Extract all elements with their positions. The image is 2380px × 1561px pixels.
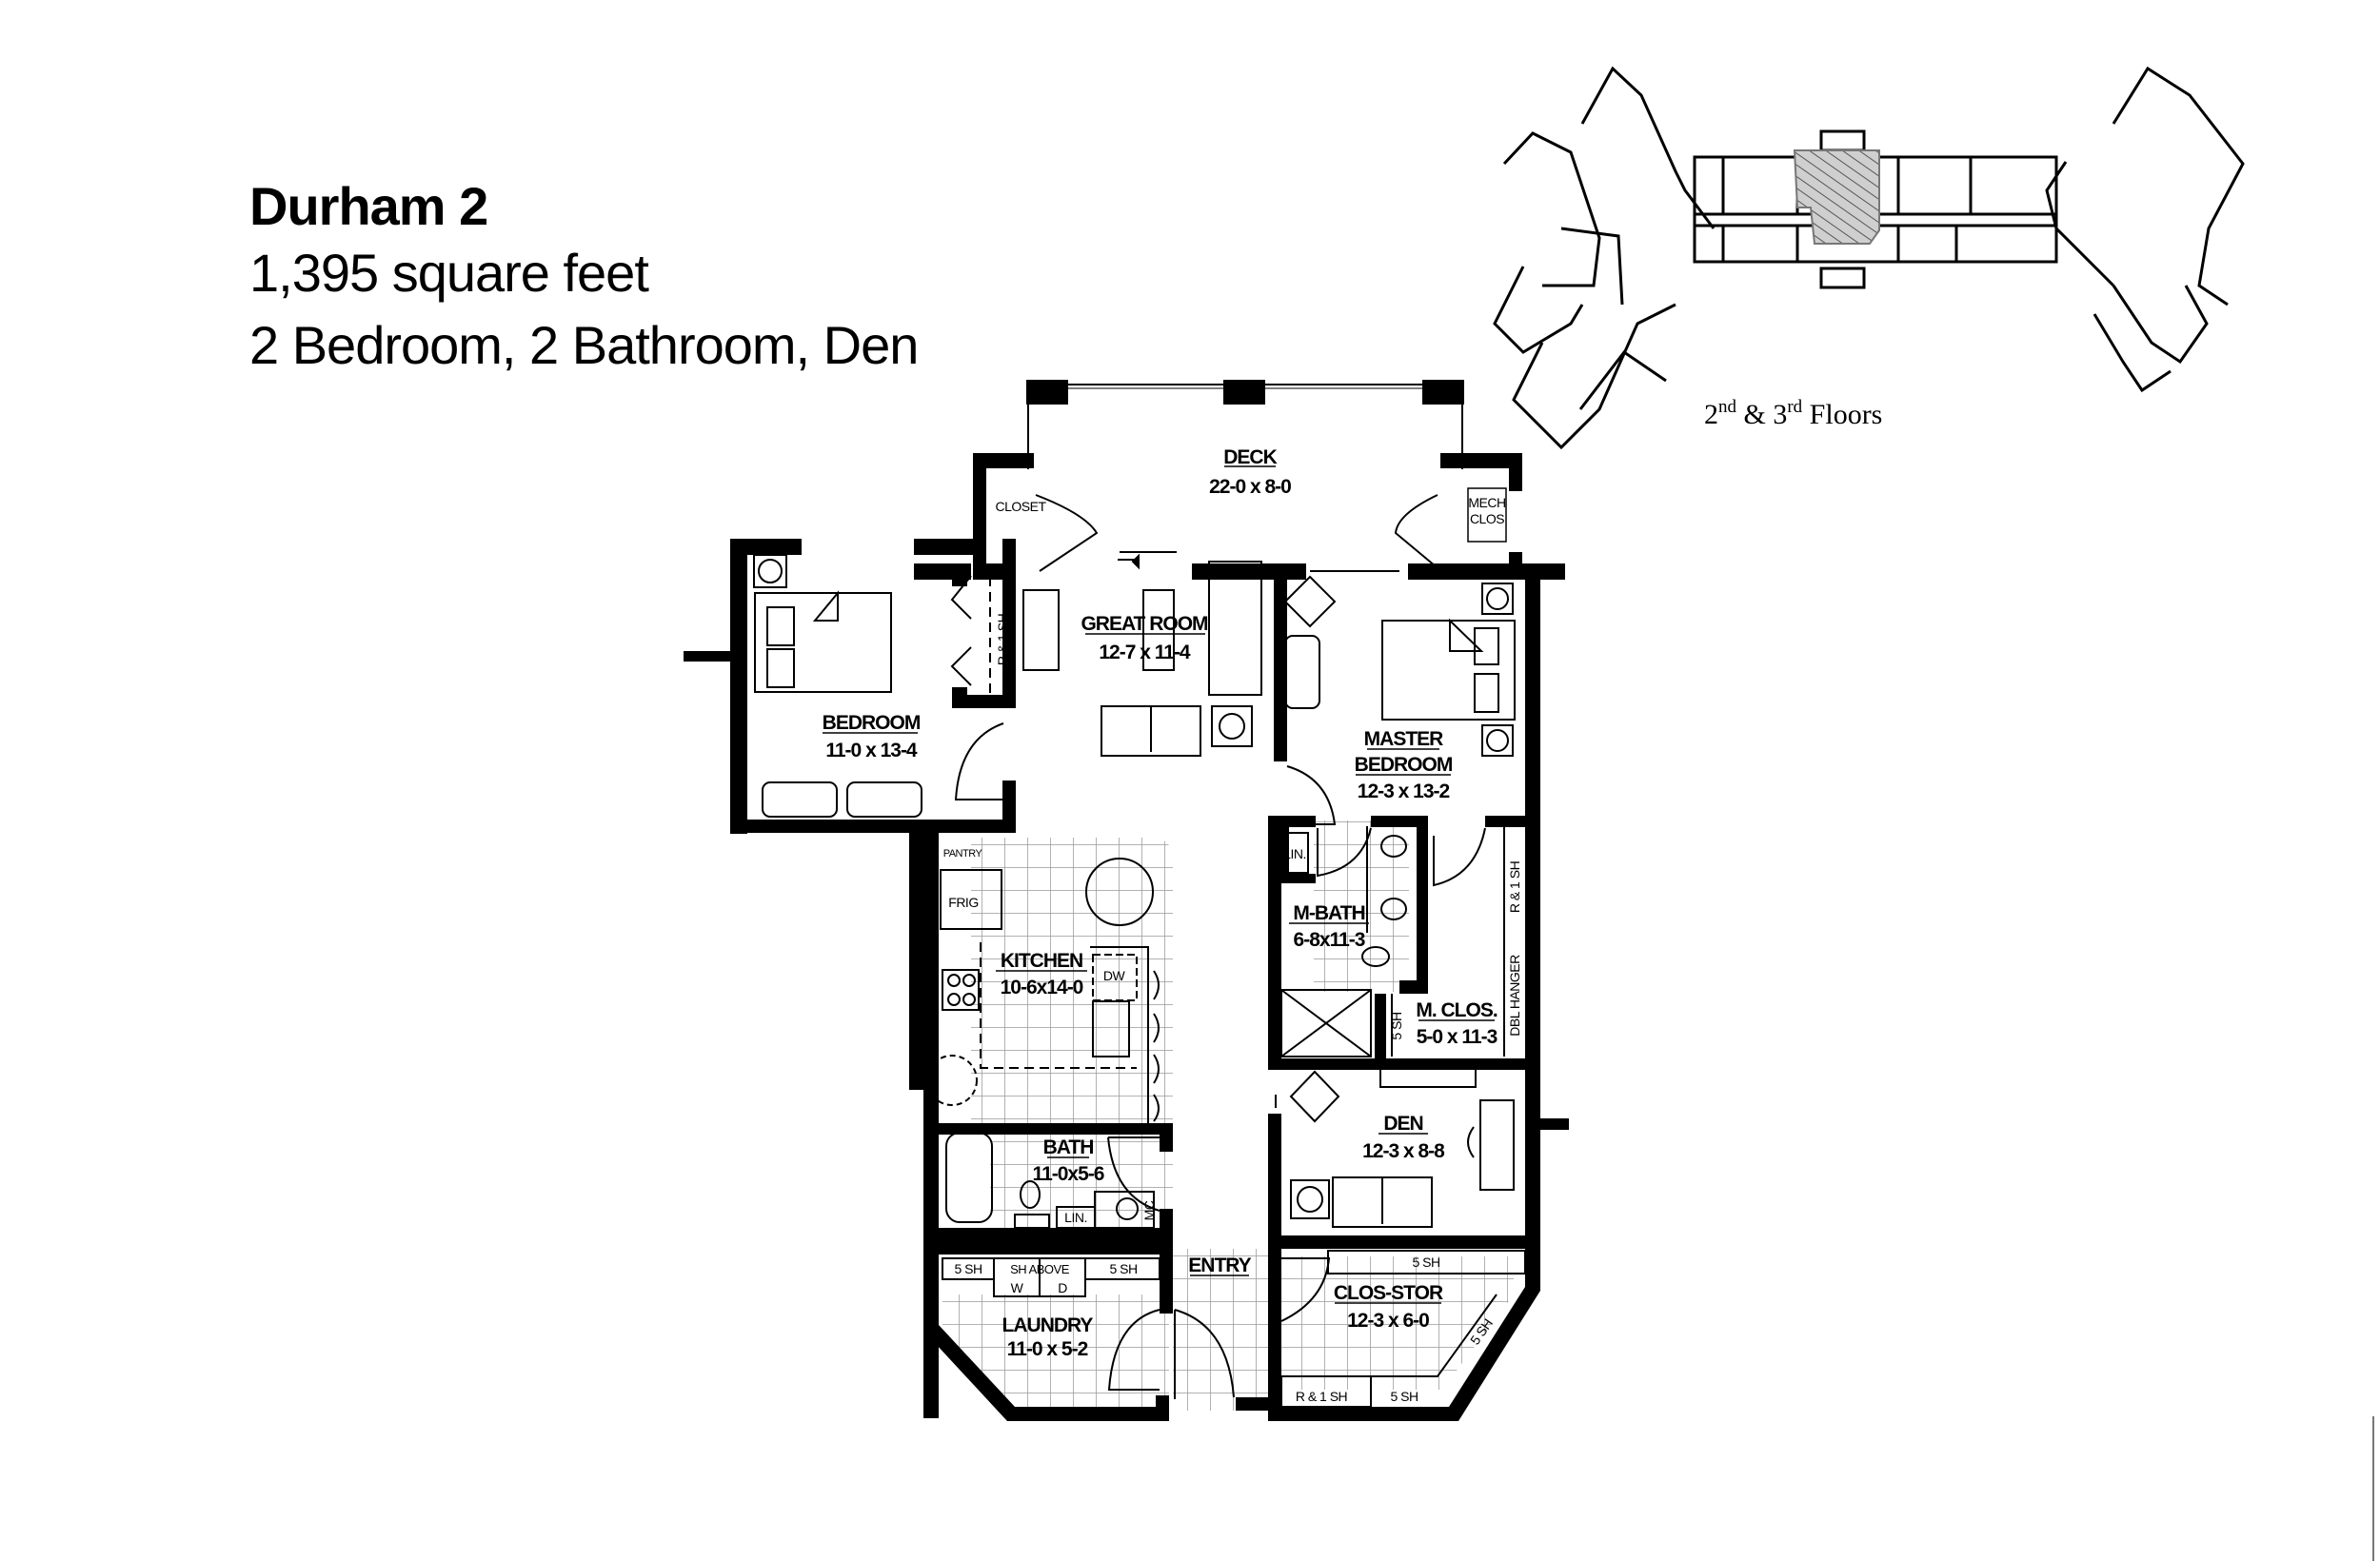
furniture <box>753 554 1526 1408</box>
m-bath-label: M-BATH <box>1293 902 1364 924</box>
bedroom-dims: 11-0 x 13-4 <box>825 740 918 761</box>
deck-dims: 22-0 x 8-0 <box>1209 476 1291 498</box>
clos-stor-dims: 12-3 x 6-0 <box>1347 1310 1429 1332</box>
bath-dims: 11-0x5-6 <box>1033 1163 1104 1185</box>
clos-stor-5sh-top: 5 SH <box>1412 1255 1439 1270</box>
laundry-dims: 11-0 x 5-2 <box>1007 1338 1088 1360</box>
den-dims: 12-3 x 8-8 <box>1362 1140 1445 1162</box>
m-clos-5sh-label: 5 SH <box>1389 1012 1404 1039</box>
kitchen-label: KITCHEN <box>1001 950 1082 972</box>
mech-clos-line2: CLOS <box>1470 511 1504 526</box>
room-summary: 2 Bedroom, 2 Bathroom, Den <box>249 315 919 375</box>
unit-location-highlight <box>1793 149 1880 245</box>
m-bath-dims: 6-8x11-3 <box>1294 929 1365 951</box>
master-bedroom-line1: MASTER <box>1364 728 1444 750</box>
room-labels: DECK 22-0 x 8-0 CLOSET MECH CLOS GREAT R… <box>823 446 1507 1360</box>
bedroom-label: BEDROOM <box>823 712 921 734</box>
dbl-hanger-label: DBL HANGER <box>1507 955 1522 1037</box>
dw-label: DW <box>1103 968 1126 983</box>
title-block: Durham 2 1,395 square feet 2 Bedroom, 2 … <box>249 176 919 382</box>
washer-label: W <box>1011 1280 1024 1295</box>
tile-floors <box>942 820 1514 1411</box>
great-room-label: GREAT ROOM <box>1081 613 1208 635</box>
deck-label: DECK <box>1223 446 1277 468</box>
sh-above-label: SH ABOVE <box>1010 1262 1070 1276</box>
fixture-labels: PANTRY FRIG DW LIN. LIN. MC R & 1 SH R &… <box>943 614 1522 1404</box>
door-swings <box>954 494 1486 1399</box>
laundry-5sh-left: 5 SH <box>954 1261 982 1276</box>
mech-clos-line1: MECH <box>1468 495 1505 510</box>
mc-label: MC <box>1141 1200 1157 1220</box>
clos-stor-label: CLOS-STOR <box>1334 1282 1443 1304</box>
closet-label: CLOSET <box>995 499 1046 514</box>
clos-stor-5sh-bottom: 5 SH <box>1390 1389 1418 1404</box>
bath-lin-label: LIN. <box>1064 1210 1087 1225</box>
clos-stor-r1sh: R & 1 SH <box>1296 1389 1347 1404</box>
frig-label: FRIG <box>948 895 978 910</box>
laundry-label: LAUNDRY <box>1002 1314 1094 1336</box>
bedroom-closet-label: R & 1 SH <box>995 614 1010 665</box>
bath-label: BATH <box>1043 1136 1094 1158</box>
key-plan-caption: 2nd & 3rd Floors <box>1704 397 1882 430</box>
m-bath-lin-label: LIN. <box>1283 846 1306 861</box>
m-clos-dims: 5-0 x 11-3 <box>1417 1026 1497 1048</box>
den-label: DEN <box>1383 1113 1422 1135</box>
master-bedroom-dims: 12-3 x 13-2 <box>1358 780 1450 802</box>
kitchen-dims: 10-6x14-0 <box>1001 977 1083 998</box>
m-clos-label: M. CLOS. <box>1416 999 1497 1021</box>
walls <box>684 453 1569 1421</box>
entry-label: ENTRY <box>1188 1255 1251 1276</box>
dryer-label: D <box>1058 1280 1067 1295</box>
great-room-dims: 12-7 x 11-4 <box>1099 642 1191 663</box>
plan-name: Durham 2 <box>249 176 488 236</box>
key-plan <box>1493 66 2245 450</box>
laundry-5sh-right: 5 SH <box>1109 1261 1137 1276</box>
square-feet: 1,395 square feet <box>249 243 649 303</box>
m-clos-r1sh-label: R & 1 SH <box>1507 861 1522 913</box>
pantry-label: PANTRY <box>943 848 983 860</box>
master-bedroom-line2: BEDROOM <box>1355 754 1453 776</box>
